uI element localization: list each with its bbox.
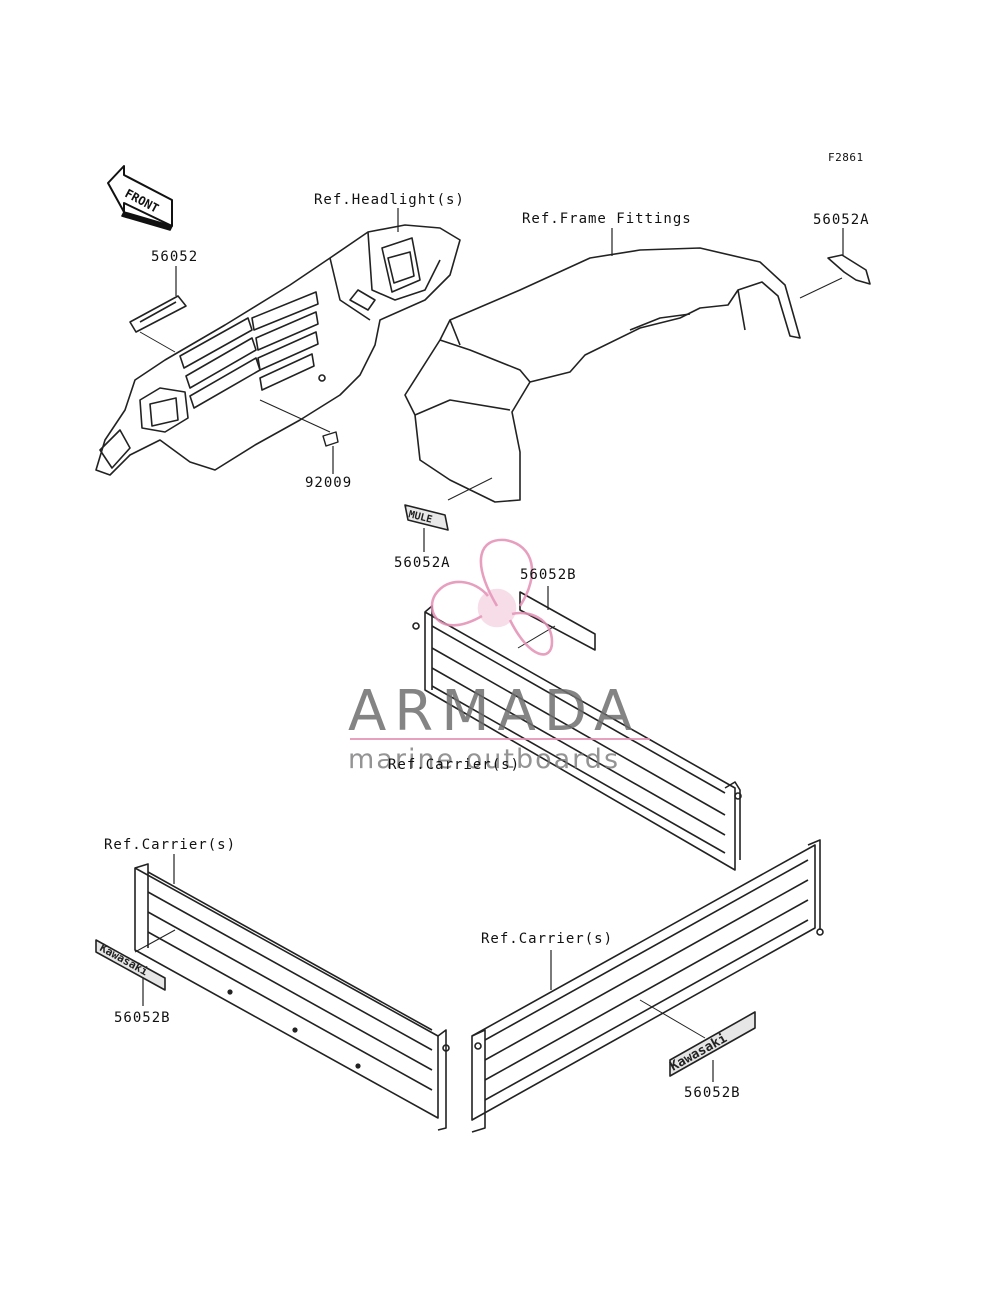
ref-carrier-right-label: Ref.Carrier(s) xyxy=(481,931,614,947)
rear-carrier-gate-drawing xyxy=(412,605,742,871)
mule-decal-drawing: MULE xyxy=(404,477,493,531)
watermark-title: ARMADA xyxy=(348,679,641,744)
kawasaki-right-decal-text: Kawasaki xyxy=(668,1031,730,1075)
part-92009-label: 92009 xyxy=(305,475,353,491)
watermark-propeller-icon xyxy=(430,538,554,656)
part-56052A-front-label: 56052A xyxy=(394,555,451,571)
part-56052B-rear-label: 56052B xyxy=(520,567,577,583)
ref-carrier-left-label: Ref.Carrier(s) xyxy=(104,837,237,853)
watermark-rule xyxy=(350,738,650,740)
rear-fender-drawing xyxy=(404,247,801,503)
ref-carrier-rear-label: Ref.Carrier(s) xyxy=(388,757,521,773)
figure-code: F2861 xyxy=(828,151,864,164)
leader-lines xyxy=(142,208,844,1082)
decal-56052-drawing xyxy=(129,295,187,353)
front-hood-drawing xyxy=(95,224,461,476)
watermark-subtitle: marine outboards xyxy=(348,744,621,775)
part-56052B-left-label: 56052B xyxy=(114,1010,171,1026)
kawasaki-right-decal-drawing: Kawasaki xyxy=(639,999,756,1077)
part-56052-label: 56052 xyxy=(151,249,199,265)
fastener-92009-drawing xyxy=(259,399,339,447)
decal-56052A-rear-drawing xyxy=(799,254,871,299)
part-56052A-rear-label: 56052A xyxy=(813,212,870,228)
part-56052B-right-label: 56052B xyxy=(684,1085,741,1101)
left-carrier-side-drawing xyxy=(134,863,450,1131)
ref-frame-fittings-label: Ref.Frame Fittings xyxy=(522,211,692,227)
front-arrow-icon: FRONT xyxy=(107,165,173,231)
right-carrier-side-drawing xyxy=(471,839,824,1133)
kawasaki-left-decal-text: Kawasaki xyxy=(98,941,151,978)
decal-56052B-rear-drawing xyxy=(517,591,596,651)
ref-headlight-label: Ref.Headlight(s) xyxy=(314,192,465,208)
